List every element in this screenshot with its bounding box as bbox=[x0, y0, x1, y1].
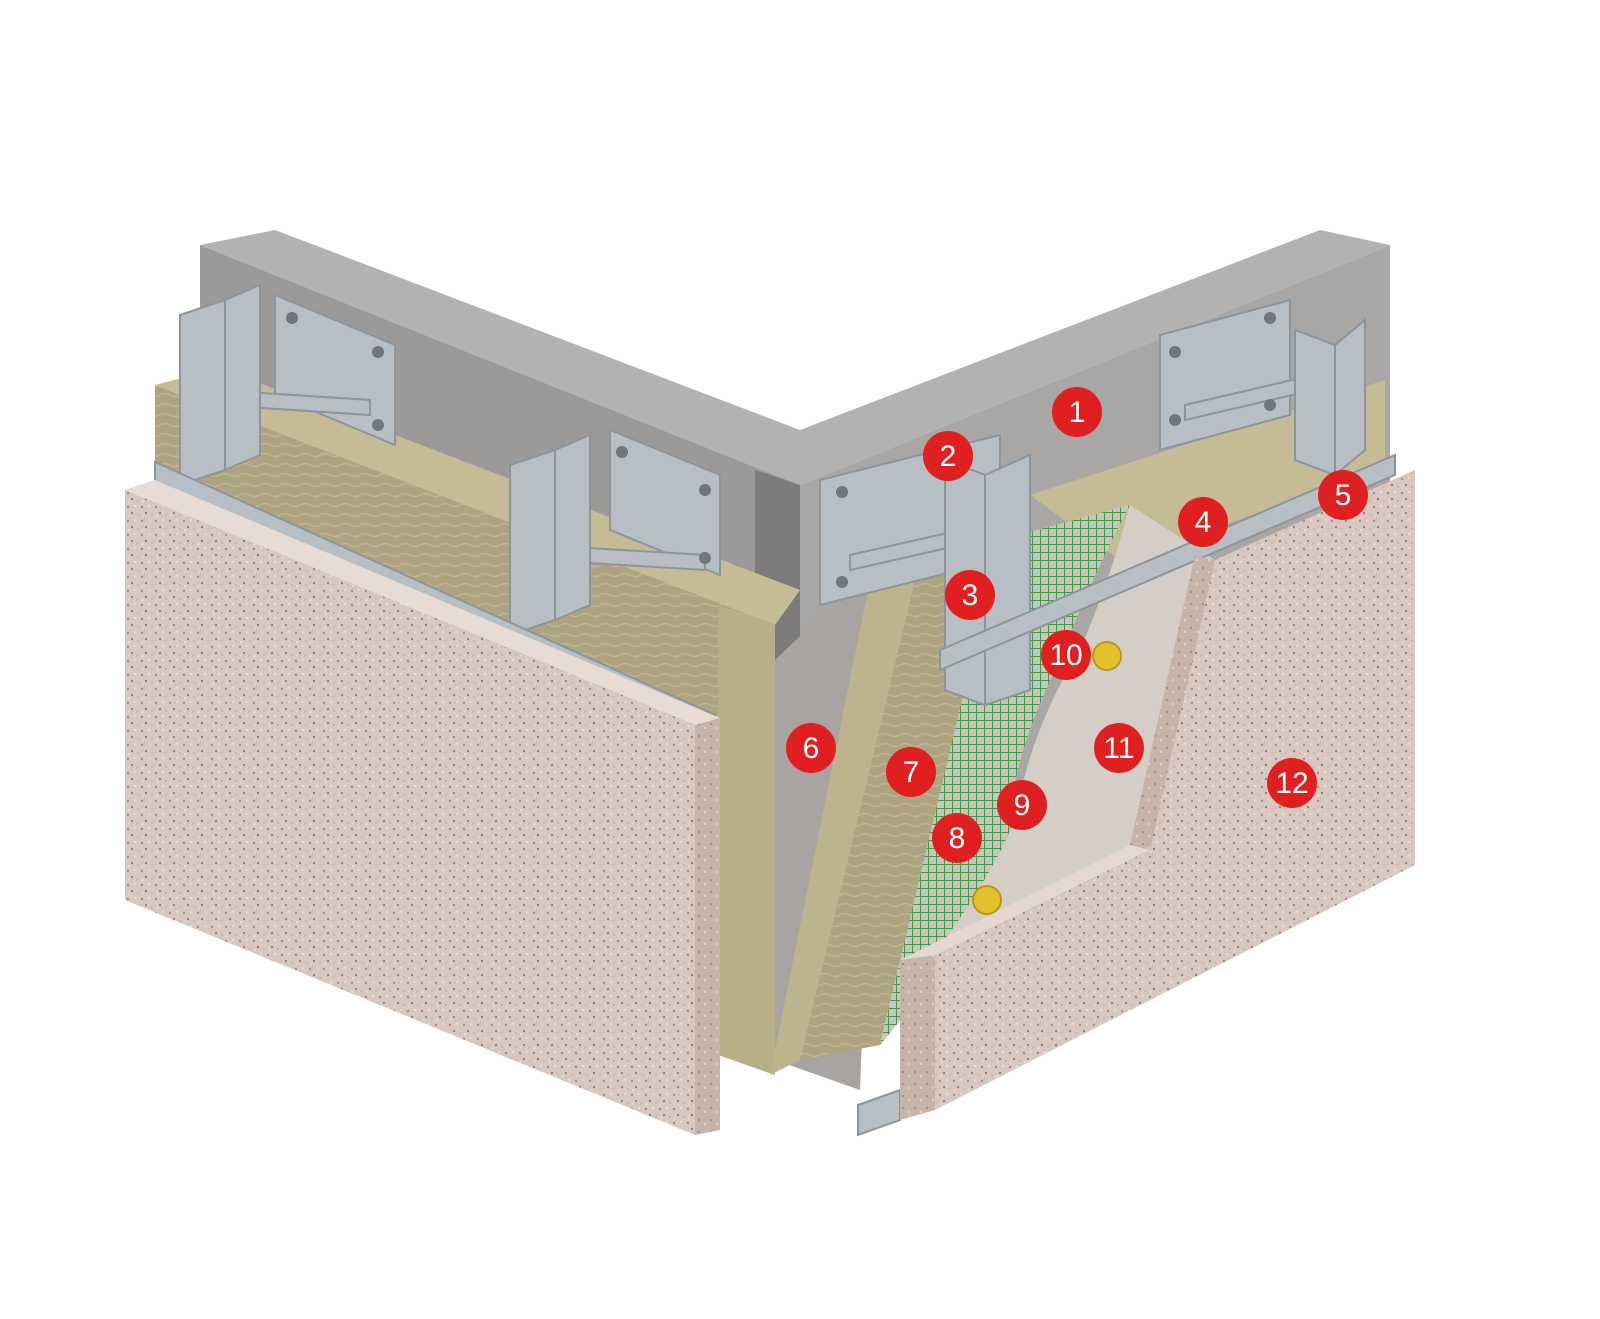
marker-circle bbox=[997, 780, 1047, 830]
marker-7: 7 bbox=[886, 747, 936, 797]
facade-panel-left bbox=[125, 480, 720, 1135]
marker-circle bbox=[1267, 758, 1317, 808]
marker-circle bbox=[1052, 387, 1102, 437]
marker-10: 10 bbox=[1041, 630, 1091, 680]
marker-label: 11 bbox=[1103, 732, 1134, 765]
marker-label: 4 bbox=[1195, 506, 1212, 539]
marker-1: 1 bbox=[1052, 387, 1102, 437]
marker-circle bbox=[886, 747, 936, 797]
marker-8: 8 bbox=[932, 813, 982, 863]
marker-circle bbox=[923, 431, 973, 481]
marker-label: 6 bbox=[803, 732, 820, 765]
marker-label: 1 bbox=[1069, 396, 1086, 429]
marker-2: 2 bbox=[923, 431, 973, 481]
marker-label: 7 bbox=[903, 756, 920, 789]
marker-9: 9 bbox=[997, 780, 1047, 830]
marker-circle bbox=[1178, 497, 1228, 547]
marker-label: 2 bbox=[940, 440, 957, 473]
marker-5: 5 bbox=[1318, 470, 1368, 520]
facade-panel-right bbox=[900, 470, 1415, 1120]
marker-circle bbox=[1318, 470, 1368, 520]
marker-12: 12 bbox=[1267, 758, 1317, 808]
marker-label: 12 bbox=[1275, 767, 1308, 800]
marker-label: 5 bbox=[1335, 479, 1352, 512]
steel-brackets bbox=[179, 283, 1366, 1137]
marker-label: 3 bbox=[962, 579, 979, 612]
marker-label: 9 bbox=[1014, 789, 1031, 822]
marker-circle bbox=[932, 813, 982, 863]
bracket-screws bbox=[286, 312, 1276, 588]
marker-6: 6 bbox=[786, 723, 836, 773]
marker-circle bbox=[786, 723, 836, 773]
marker-circle bbox=[1041, 630, 1091, 680]
marker-label: 8 bbox=[949, 822, 966, 855]
marker-circle bbox=[1094, 723, 1144, 773]
marker-4: 4 bbox=[1178, 497, 1228, 547]
marker-circle bbox=[945, 570, 995, 620]
marker-11: 11 bbox=[1094, 723, 1144, 773]
marker-3: 3 bbox=[945, 570, 995, 620]
insulation-anchors bbox=[972, 641, 1122, 915]
marker-label: 10 bbox=[1049, 639, 1082, 672]
